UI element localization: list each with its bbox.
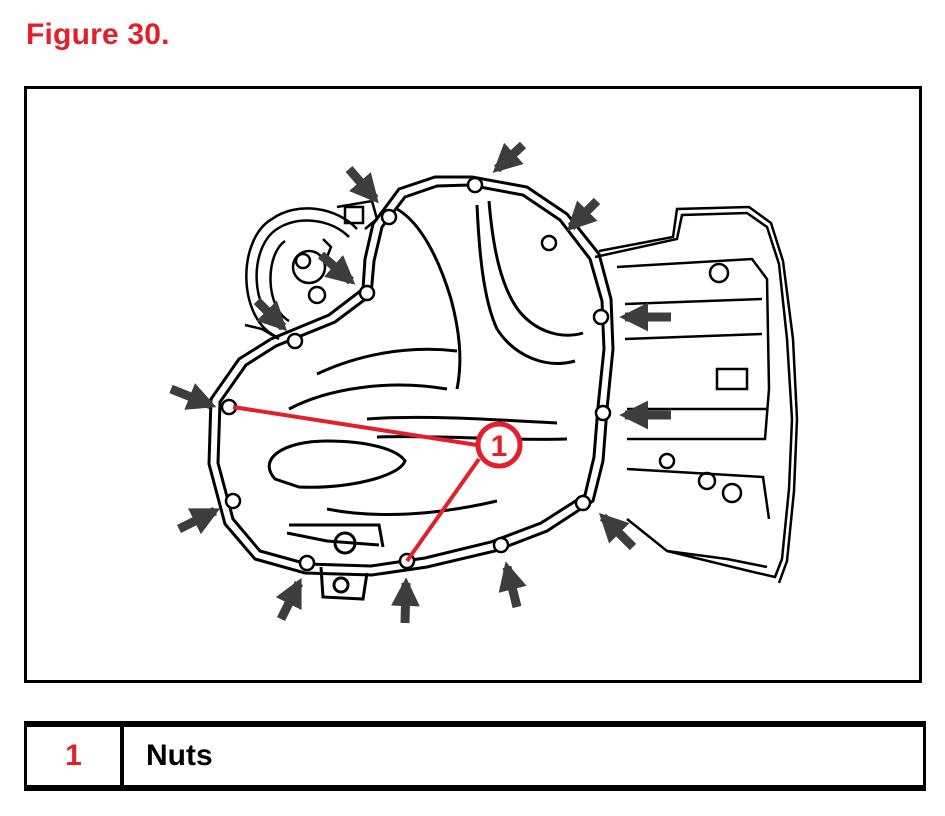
- figure-title: Figure 30.: [26, 18, 170, 51]
- arrow-icon: [253, 297, 288, 332]
- arrow-icon: [566, 197, 601, 232]
- arrow-icon: [169, 383, 217, 410]
- nut: [358, 284, 376, 302]
- legend-number: 1: [27, 727, 124, 785]
- arrow-icon: [391, 577, 420, 624]
- pulley-component: [244, 199, 379, 341]
- arrow-icon: [498, 561, 527, 609]
- arrow-icon: [318, 251, 356, 285]
- callout-1: 1: [475, 421, 523, 469]
- nuts: [220, 176, 612, 572]
- pointer-arrows: [169, 141, 671, 624]
- figure-frame: 1: [24, 86, 922, 683]
- arrow-icon: [598, 512, 637, 551]
- nut: [594, 404, 612, 422]
- nut: [380, 208, 398, 226]
- callout-leaders: [232, 405, 481, 563]
- nut: [224, 492, 242, 510]
- nut: [492, 536, 510, 554]
- callout-label: 1: [491, 430, 508, 463]
- legend-table: 1 Nuts: [24, 721, 926, 791]
- transmission-housing: [594, 205, 799, 584]
- oil-pan-diagram: 1: [169, 141, 799, 624]
- nut: [592, 308, 610, 326]
- nut: [540, 234, 558, 252]
- arrow-icon: [176, 506, 221, 535]
- arrow-icon: [275, 577, 304, 622]
- nut: [298, 554, 316, 572]
- nut: [574, 494, 592, 512]
- arrow-icon: [492, 141, 527, 173]
- nut: [466, 176, 484, 194]
- oil-pan: [207, 175, 615, 601]
- arrow-icon: [345, 166, 379, 204]
- legend-description: Nuts: [146, 739, 213, 772]
- nut: [286, 332, 304, 350]
